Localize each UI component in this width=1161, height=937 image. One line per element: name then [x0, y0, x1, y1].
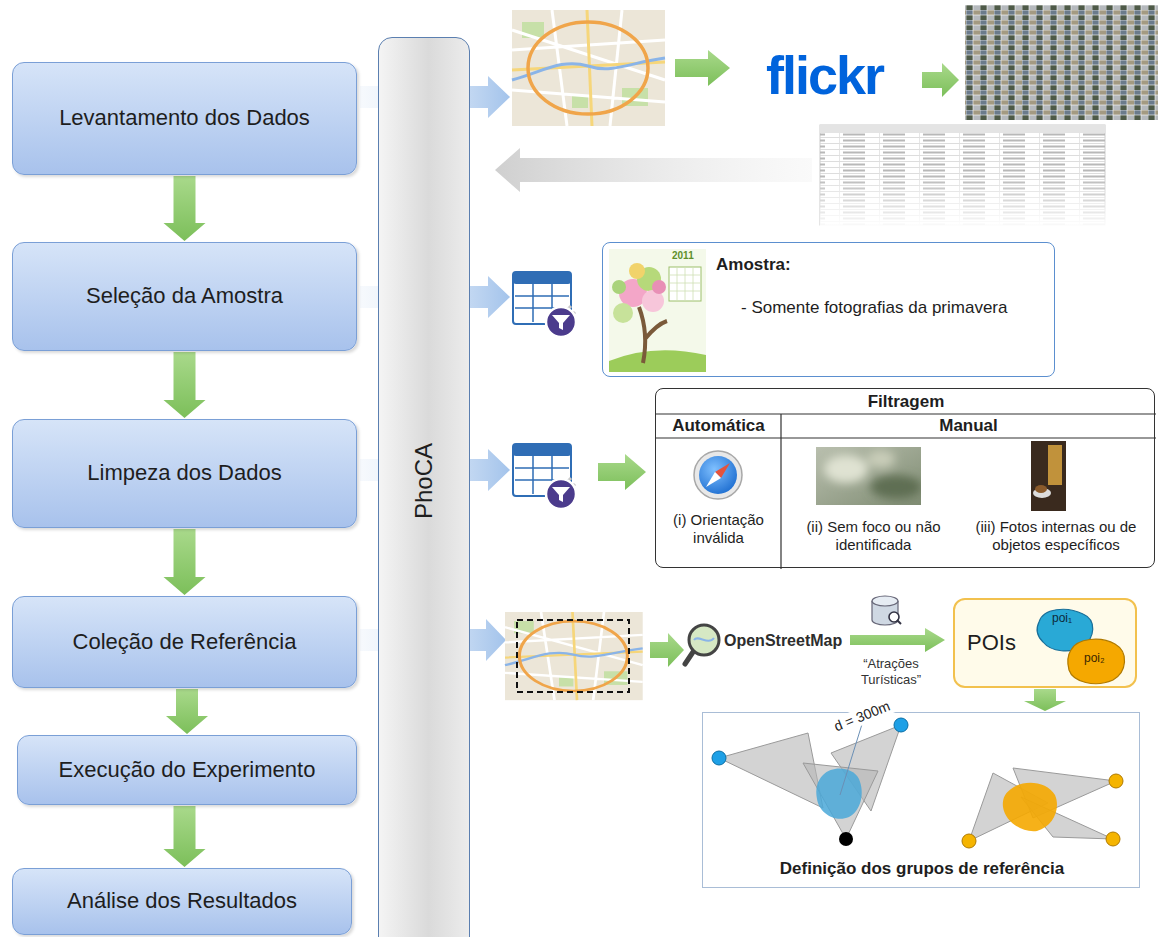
process-box: Seleção da Amostra [12, 242, 357, 351]
calendar-image-part [609, 350, 706, 372]
box-text: (i) Orientação inválida [660, 511, 777, 547]
spreadsheet-image [820, 125, 1106, 227]
filter-table-lines-part [1048, 445, 1062, 485]
box-label: Execução do Experimento [59, 757, 316, 783]
spreadsheet-image-part [820, 125, 1105, 133]
reference-groups-figure-part [1106, 832, 1120, 846]
box-text: (iii) Fotos internas ou de objetos espec… [961, 518, 1151, 554]
filter-table-lines-part [699, 456, 737, 494]
filter-table-lines-part [656, 414, 1156, 569]
box-label: Definição dos grupos de referência [703, 859, 1141, 879]
logo-text: flickr [766, 48, 883, 102]
box-text: Manual [781, 416, 1156, 436]
sample-box: Amostra: - Somente fotografias da primave… [602, 242, 1055, 377]
poi-label: poi₁ [1052, 611, 1072, 625]
filter-table-lines-part [694, 451, 742, 499]
box-label: POIs [967, 630, 1016, 656]
reference-groups-figure-part [1109, 774, 1123, 788]
logo-text: OpenStreetMap [724, 631, 842, 650]
filter-table: FiltragemAutomáticaManual (i) Orientação … [655, 388, 1155, 568]
filter-table-lines-part [1035, 485, 1047, 493]
box-text: Automática [656, 416, 781, 436]
reference-box: Definição dos grupos de referência [702, 712, 1140, 888]
poi-box: POIs [953, 598, 1137, 688]
spreadsheet-image-part [820, 175, 1106, 227]
map-image [512, 10, 665, 126]
green-arrow [598, 454, 646, 490]
box-label: Coleção de Referência [73, 629, 297, 655]
magnifier-logo-part [689, 625, 719, 655]
calendar-image-part [669, 267, 701, 301]
reference-groups-figure-part [712, 751, 726, 765]
poi-shapes-part [1068, 639, 1125, 683]
calendar-year: 2011 [672, 250, 694, 262]
green-arrow [675, 50, 730, 86]
filter-icon [513, 272, 576, 337]
flow-arrow [164, 806, 206, 867]
reference-groups-figure-part [962, 834, 976, 848]
filter-table-lines-part [706, 472, 721, 487]
flow-arrow [164, 176, 206, 241]
map-image [505, 612, 643, 700]
box-label: Análise dos Resultados [67, 888, 297, 914]
box-label: Limpeza dos Dados [87, 460, 281, 486]
box-label: Amostra: [716, 255, 1046, 275]
box-text: - Somente fotografias da primavera [741, 298, 1046, 318]
flow-arrow [164, 352, 206, 418]
process-box: Coleção de Referência [12, 596, 357, 688]
reference-groups-figure-part [719, 725, 1116, 841]
green-arrow [850, 628, 945, 652]
magnifier-logo-part [685, 652, 693, 664]
database-icon-part [872, 596, 898, 606]
poi-label: poi₂ [1084, 651, 1105, 665]
filter-table-lines-part-part [824, 455, 868, 483]
reference-groups-figure-part [894, 718, 908, 732]
green-arrow [922, 63, 959, 97]
magnifier-logo [685, 625, 719, 664]
calendar-image-part [609, 249, 706, 372]
bounding-box [517, 620, 629, 692]
box-label: Filtragem [656, 392, 1156, 412]
process-box: Execução do Experimento [17, 735, 357, 805]
filter-table-lines-part [816, 447, 921, 505]
filter-table-lines-part [1031, 441, 1066, 511]
flow-arrow [166, 689, 208, 734]
query-label: “Atrações Turísticas” [845, 656, 937, 687]
database-icon-part [897, 620, 901, 624]
flow-arrow [1024, 689, 1066, 711]
tool-band: PhoCA [378, 37, 470, 937]
calendar-image-part [613, 303, 633, 323]
filter-table-lines-part [824, 450, 921, 499]
reference-groups-figure-part [816, 769, 862, 819]
process-box: Levantamento dos Dados [12, 62, 357, 175]
calendar-image-part [652, 280, 666, 294]
reference-groups-figure-part-part [803, 763, 878, 839]
database-icon [872, 596, 901, 625]
flow-arrow [164, 529, 206, 595]
reference-groups-figure-part [839, 832, 853, 846]
calendar-image-part [669, 267, 701, 301]
box-label: PhoCA [410, 443, 439, 519]
filter-table-lines-part-part [867, 450, 895, 468]
return-arrow [495, 148, 812, 192]
photo-grid [965, 5, 1158, 120]
magnifier-logo-part [694, 638, 714, 641]
box-label: Levantamento dos Dados [59, 105, 310, 131]
filter-table-lines-part-part [870, 475, 921, 499]
process-box: Análise dos Resultados [12, 868, 352, 935]
process-box: Limpeza dos Dados [12, 419, 357, 528]
calendar-image-part [629, 263, 645, 279]
green-arrow [650, 633, 684, 667]
filter-icon [513, 444, 576, 509]
box-label: Seleção da Amostra [86, 283, 283, 309]
calendar-image-part [639, 307, 667, 363]
box-text: (ii) Sem foco ou não identificada [791, 518, 956, 554]
reference-groups-figure-part [1003, 783, 1057, 831]
calendar-image-part [612, 280, 626, 294]
